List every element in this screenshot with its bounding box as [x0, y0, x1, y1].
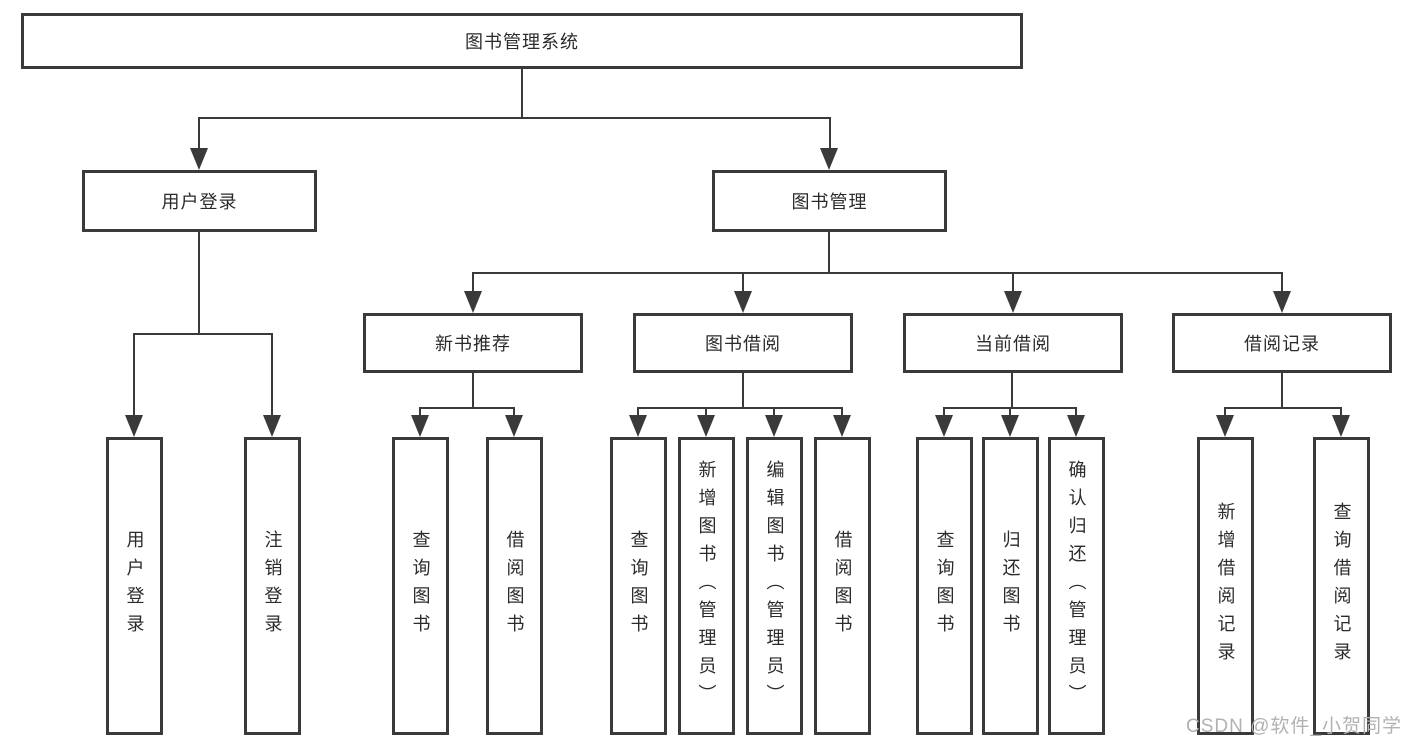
connector-arrowhead [1273, 291, 1291, 313]
node-user-login: 用户登录 [82, 170, 317, 232]
node-leaf-query-books-recommend: 查询图书 [392, 437, 449, 735]
connector-arrowhead [411, 415, 429, 437]
connector-line [829, 117, 831, 148]
node-leaf-confirm-return-admin: 确认归还（管理员） [1048, 437, 1105, 735]
connector-line [1075, 407, 1077, 416]
connector-line [1012, 272, 1014, 292]
watermark: CSDN @软件_小贺同学 [1186, 716, 1402, 737]
connector-line [828, 232, 830, 272]
connector-line [133, 333, 135, 415]
connector-arrowhead [190, 148, 208, 170]
connector-line [841, 407, 843, 416]
connector-line [1009, 407, 1011, 416]
connector-arrowhead [464, 291, 482, 313]
connector-arrowhead [263, 415, 281, 437]
connector-line [198, 117, 831, 119]
connector-line [472, 272, 474, 292]
connector-line [742, 272, 744, 292]
connector-line [419, 407, 421, 416]
connector-line [513, 407, 515, 416]
connector-arrowhead [820, 148, 838, 170]
connector-line [637, 407, 843, 409]
connector-line [1224, 407, 1342, 409]
connector-line [472, 373, 474, 407]
connector-line [521, 69, 523, 117]
connector-line [943, 407, 945, 416]
connector-line [1224, 407, 1226, 416]
connector-arrowhead [697, 415, 715, 437]
connector-arrowhead [765, 415, 783, 437]
node-book-management: 图书管理 [712, 170, 947, 232]
connector-arrowhead [734, 291, 752, 313]
connector-line [705, 407, 707, 416]
connector-line [637, 407, 639, 416]
connector-arrowhead [629, 415, 647, 437]
node-new-book-recommendation: 新书推荐 [363, 313, 583, 373]
node-leaf-user-login: 用户登录 [106, 437, 163, 735]
connector-arrowhead [1216, 415, 1234, 437]
connector-line [1011, 373, 1013, 407]
connector-line [1340, 407, 1342, 416]
connector-line [472, 272, 1283, 274]
connector-line [1281, 373, 1283, 407]
connector-line [133, 333, 273, 335]
node-leaf-query-books-current: 查询图书 [916, 437, 973, 735]
connector-arrowhead [505, 415, 523, 437]
node-current-borrowing: 当前借阅 [903, 313, 1123, 373]
connector-line [271, 333, 273, 415]
connector-line [773, 407, 775, 416]
node-leaf-edit-book-admin: 编辑图书（管理员） [746, 437, 803, 735]
connector-arrowhead [125, 415, 143, 437]
node-leaf-return-book: 归还图书 [982, 437, 1039, 735]
connector-arrowhead [833, 415, 851, 437]
node-book-borrowing: 图书借阅 [633, 313, 853, 373]
connector-arrowhead [935, 415, 953, 437]
node-leaf-query-borrow-record: 查询借阅记录 [1313, 437, 1370, 735]
node-borrowing-records: 借阅记录 [1172, 313, 1392, 373]
node-leaf-add-borrow-record: 新增借阅记录 [1197, 437, 1254, 735]
node-leaf-add-book-admin: 新增图书（管理员） [678, 437, 735, 735]
connector-line [742, 373, 744, 407]
connector-line [198, 232, 200, 333]
node-leaf-query-books-borrowing: 查询图书 [610, 437, 667, 735]
node-root: 图书管理系统 [21, 13, 1023, 69]
connector-arrowhead [1001, 415, 1019, 437]
connector-arrowhead [1004, 291, 1022, 313]
node-leaf-logout: 注销登录 [244, 437, 301, 735]
connector-line [1281, 272, 1283, 292]
connector-line [419, 407, 515, 409]
node-leaf-borrow-books-borrowing: 借阅图书 [814, 437, 871, 735]
connector-line [198, 117, 200, 148]
connector-arrowhead [1332, 415, 1350, 437]
node-leaf-borrow-books-recommend: 借阅图书 [486, 437, 543, 735]
connector-arrowhead [1067, 415, 1085, 437]
